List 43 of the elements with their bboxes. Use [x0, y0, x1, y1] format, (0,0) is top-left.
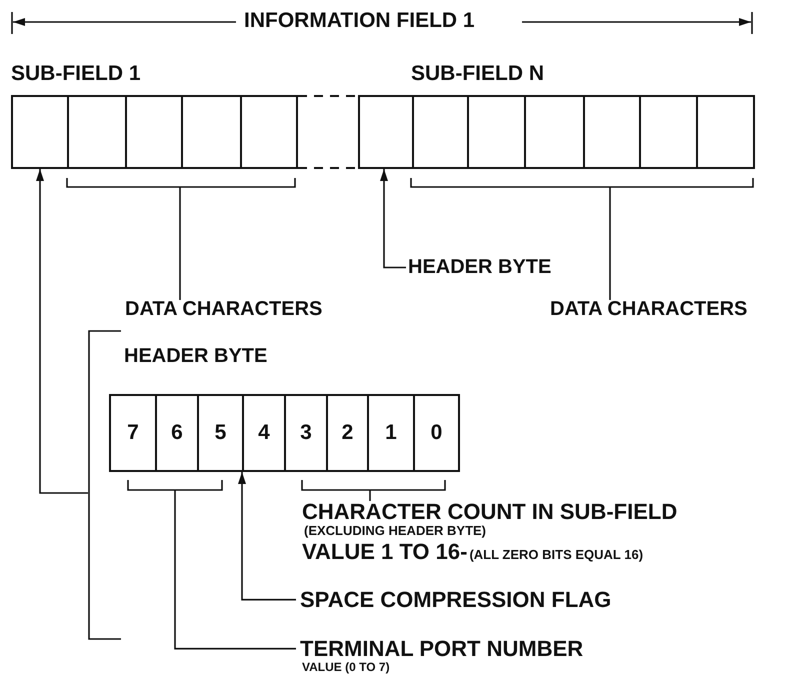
- byte-cell: [358, 95, 414, 169]
- arrow: [36, 169, 88, 494]
- bit-number: 4: [242, 394, 286, 472]
- leader-line: [174, 490, 296, 650]
- annotation-text: DATA CHARACTERS: [550, 298, 748, 321]
- bit-number: 3: [284, 394, 328, 472]
- bit-number: 6: [155, 394, 199, 472]
- byte-cell: [639, 95, 698, 169]
- annotation-text: HEADER BYTE: [408, 256, 552, 279]
- bit-number: 0: [413, 394, 460, 472]
- dashed-line: [298, 95, 358, 97]
- annotation-text: SPACE COMPRESSION FLAG: [300, 587, 612, 612]
- arrow: [380, 169, 406, 268]
- leader-line: [609, 187, 611, 300]
- byte-cell: [11, 95, 69, 169]
- byte-cell: [67, 95, 127, 169]
- byte-cell: [524, 95, 585, 169]
- annotation-text: DATA CHARACTERS: [125, 298, 322, 321]
- heading: SUB-FIELD 1: [11, 62, 141, 86]
- byte-cell: [583, 95, 641, 169]
- field-label: INFORMATION FIELD 1: [244, 9, 475, 34]
- annotation-text: (EXCLUDING HEADER BYTE): [304, 524, 488, 540]
- annotation-text: VALUE (0 TO 7): [302, 661, 391, 676]
- annotation-text: TERMINAL PORT NUMBER: [300, 636, 584, 662]
- bit-number: 2: [326, 394, 369, 472]
- leader-line: [369, 490, 371, 501]
- annotation-text: VALUE 1 TO 16-: [302, 539, 468, 565]
- heading: SUB-FIELD N: [411, 62, 544, 86]
- heading: HEADER BYTE: [124, 345, 268, 368]
- bit-number: 5: [197, 394, 244, 472]
- bit-number: 1: [367, 394, 415, 472]
- arrow: [238, 472, 296, 600]
- byte-cell: [696, 95, 755, 169]
- bit-number: 7: [109, 394, 157, 472]
- byte-cell: [240, 95, 298, 169]
- byte-cell: [412, 95, 469, 169]
- byte-cell: [125, 95, 183, 169]
- byte-cell: [467, 95, 526, 169]
- leader-line: [179, 187, 181, 300]
- annotation-text: (ALL ZERO BITS EQUAL 16): [469, 548, 644, 564]
- annotation-text: CHARACTER COUNT IN SUB-FIELD: [302, 499, 678, 524]
- byte-cell: [181, 95, 242, 169]
- dashed-line: [298, 167, 358, 169]
